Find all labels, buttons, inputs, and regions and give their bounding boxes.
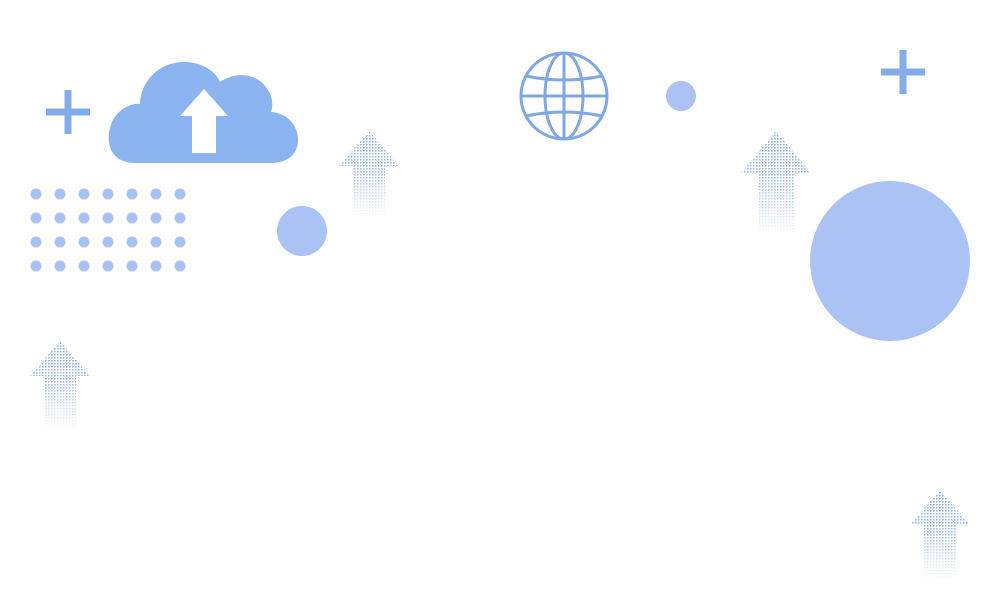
dot xyxy=(30,188,42,200)
dot xyxy=(54,188,66,200)
dot xyxy=(150,212,162,224)
upload-arrow-icon xyxy=(910,490,970,580)
dot xyxy=(78,188,90,200)
dot xyxy=(174,236,186,248)
dot xyxy=(78,236,90,248)
circle xyxy=(810,181,970,341)
dot xyxy=(54,236,66,248)
dot xyxy=(30,236,42,248)
dot xyxy=(126,212,138,224)
dot xyxy=(102,188,114,200)
plus-icon xyxy=(881,50,925,94)
dot xyxy=(150,260,162,272)
dot xyxy=(102,236,114,248)
dot xyxy=(102,212,114,224)
upload-arrow-icon xyxy=(339,131,399,218)
dot xyxy=(30,212,42,224)
dot xyxy=(174,212,186,224)
globe-icon xyxy=(519,51,609,141)
dot xyxy=(54,260,66,272)
upload-arrow-icon xyxy=(741,131,811,236)
dot-grid xyxy=(30,188,186,272)
circle xyxy=(277,206,327,256)
dot xyxy=(78,212,90,224)
dot xyxy=(174,188,186,200)
dot xyxy=(78,260,90,272)
dot xyxy=(174,260,186,272)
circle xyxy=(666,81,696,111)
plus-icon xyxy=(46,90,90,134)
dot xyxy=(30,260,42,272)
dot xyxy=(126,260,138,272)
dot xyxy=(102,260,114,272)
dot xyxy=(54,212,66,224)
dot xyxy=(126,236,138,248)
cloud-upload-icon xyxy=(108,62,298,163)
dot xyxy=(126,188,138,200)
upload-arrow-icon xyxy=(30,341,90,430)
dot xyxy=(150,236,162,248)
dot xyxy=(150,188,162,200)
